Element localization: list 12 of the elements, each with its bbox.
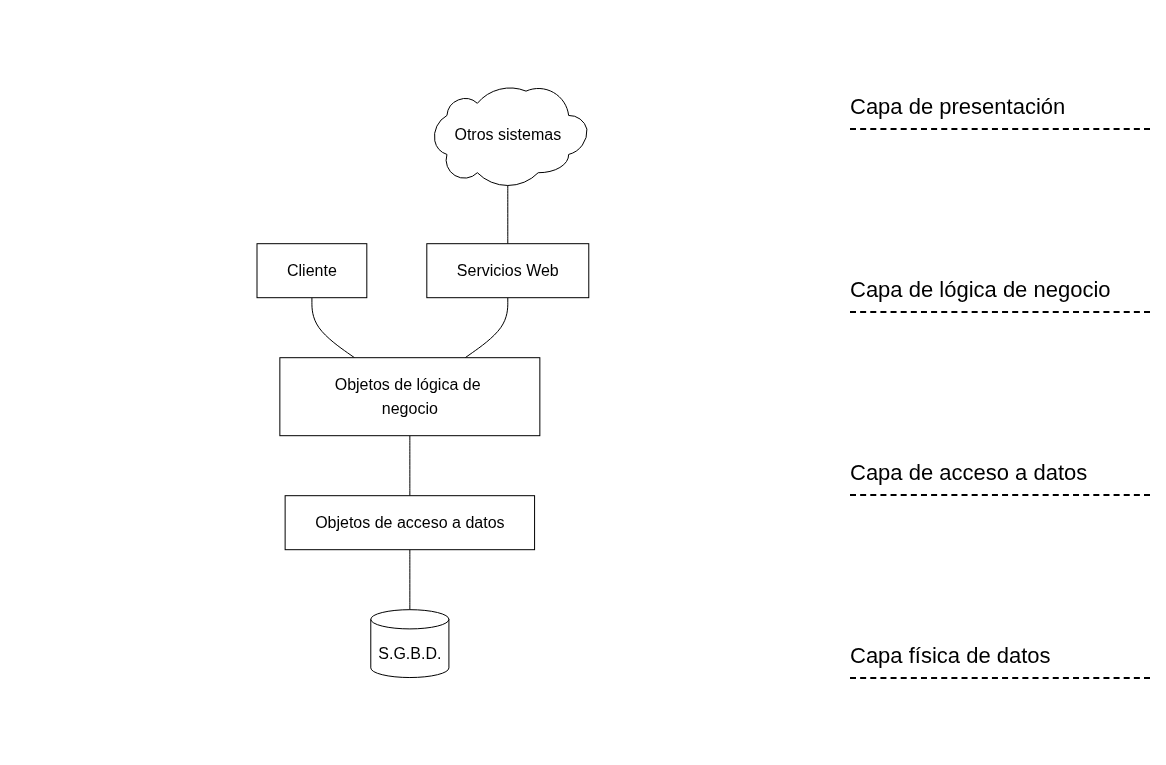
connector	[311, 296, 356, 358]
node-box: Objetos de acceso a datos	[284, 494, 536, 550]
layer-label: Capa física de datos	[850, 635, 1150, 680]
connector	[464, 296, 509, 358]
layer-label: Capa de presentación	[850, 85, 1150, 130]
layer-label: Capa de lógica de negocio	[850, 268, 1150, 313]
connector	[409, 434, 411, 496]
connector	[409, 548, 411, 610]
node-box: Cliente	[256, 242, 368, 298]
node-box: Servicios Web	[426, 242, 590, 298]
layer-label: Capa de acceso a datos	[850, 452, 1150, 497]
node-box: Objetos de lógica de negocio	[279, 356, 541, 436]
